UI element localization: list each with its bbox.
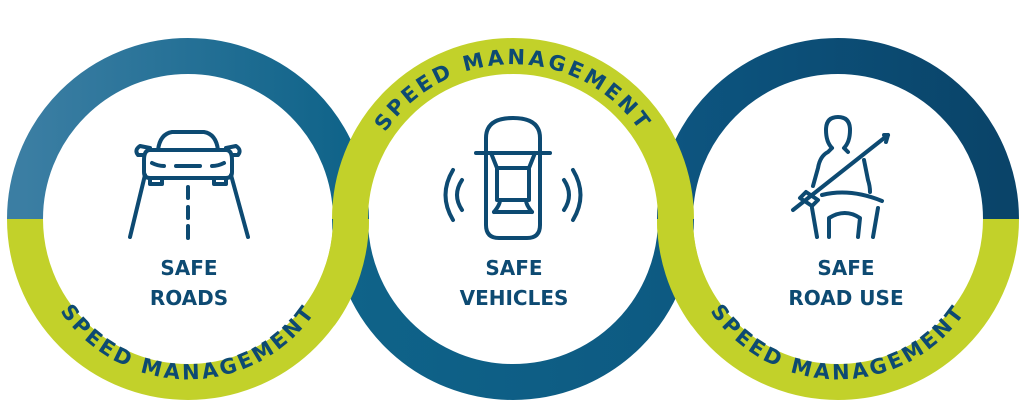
pillar-right-line1: SAFE bbox=[817, 256, 874, 280]
ring-right-blue-arc bbox=[657, 38, 1019, 220]
car-on-road-icon bbox=[128, 130, 250, 240]
ring-middle bbox=[332, 38, 694, 400]
ring-middle-text: SPEED MANAGEMENT bbox=[370, 45, 657, 135]
pillar-middle-line2: VEHICLES bbox=[460, 286, 569, 310]
seatbelt-person-icon bbox=[791, 115, 890, 239]
ring-left-blue-arc bbox=[7, 38, 369, 220]
pillar-right-line2: ROAD USE bbox=[788, 286, 903, 310]
pillar-left-line2: ROADS bbox=[150, 286, 228, 310]
car-with-sensors-icon bbox=[443, 116, 583, 240]
pillar-middle-line1: SAFE bbox=[485, 256, 542, 280]
ring-middle-blue-arc bbox=[332, 218, 694, 400]
ring-middle-lime-arc bbox=[332, 38, 694, 220]
ring-left-lime-overlap bbox=[305, 218, 370, 326]
ring-right-lime-overlap bbox=[656, 218, 721, 326]
pillar-left-line1: SAFE bbox=[160, 256, 217, 280]
